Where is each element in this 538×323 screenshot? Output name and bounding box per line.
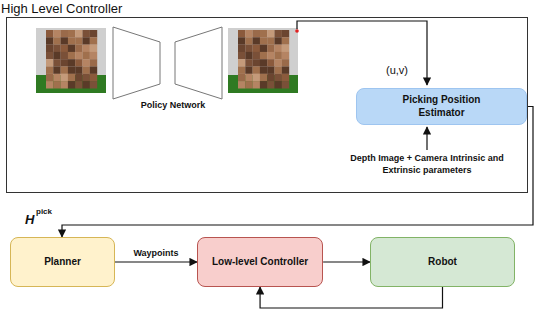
symbol-label: H [25,211,34,229]
symbol-superscript: pick [36,207,52,218]
input-image [36,28,106,93]
process-box: Picking Position Estimator [356,88,527,125]
pixel-leader [297,21,427,85]
process-box: Planner [10,237,115,287]
box-label: Low-level Controller [212,256,308,269]
input-note: Depth Image + Camera Intrinsic and Extri… [347,152,507,176]
coordinate-label: (u,v) [386,63,408,78]
output-image [228,28,299,93]
policy-network-decoder [175,27,222,99]
box-label: Picking Position Estimator [381,94,502,119]
process-box: Robot [370,237,515,287]
network-label: Policy Network [128,99,218,111]
box-label: Robot [428,256,457,269]
flow-arrow [115,261,197,262]
flow-arrow [260,287,442,308]
box-label: Planner [44,256,81,269]
flow-arrow [323,261,370,262]
depth-input-arrow [426,127,427,150]
policy-network-encoder [113,27,160,99]
flow-arrow [62,107,533,238]
panel-heading: High Level Controller [1,1,122,16]
edge-label: Waypoints [132,248,179,258]
process-box: Low-level Controller [197,237,323,287]
